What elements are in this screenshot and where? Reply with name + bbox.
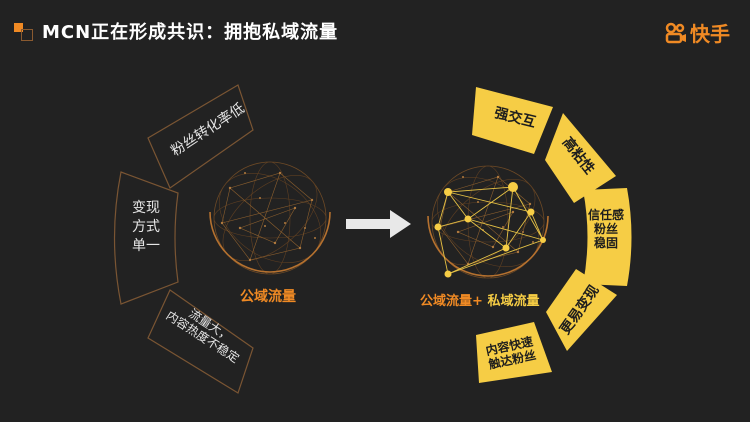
brand-name: 快手 [690,22,730,46]
slide-title-bar: MCN正在形成共识：拥抱私域流量 [14,20,339,43]
arrow-right-icon [346,210,411,238]
right-segment-1-shape [472,87,553,154]
plus-sign: + [472,294,483,309]
right-segment-5-shape [476,322,552,383]
kuaishou-camera-icon [665,22,686,43]
title-bullet-icon [14,21,36,41]
private-traffic-label: 私域流量 [487,294,540,309]
left-network-sphere-icon [201,154,339,282]
left-segment-2-text: 变现 方式 单一 [132,200,160,254]
right-network-sphere-icon [419,158,557,286]
right-segment-2-shape [545,113,616,203]
left-segment-2-shape [113,171,179,305]
kuaishou-logo: 快手 [665,18,730,47]
left-segment-3-shape [147,289,254,394]
left-segment-1-shape [147,84,254,189]
right-segment-4-shape [546,269,617,351]
right-segment-3-shape [583,188,632,286]
left-diagram-label: 公域流量 [240,289,296,305]
right-diagram-label: 公域流量+ 私域流量 [420,290,539,309]
slide-title: MCN正在形成共识：拥抱私域流量 [42,22,339,43]
public-traffic-label: 公域流量 [420,294,473,309]
right-segment-3-text: 信任感 粉丝 稳固 [587,208,624,250]
